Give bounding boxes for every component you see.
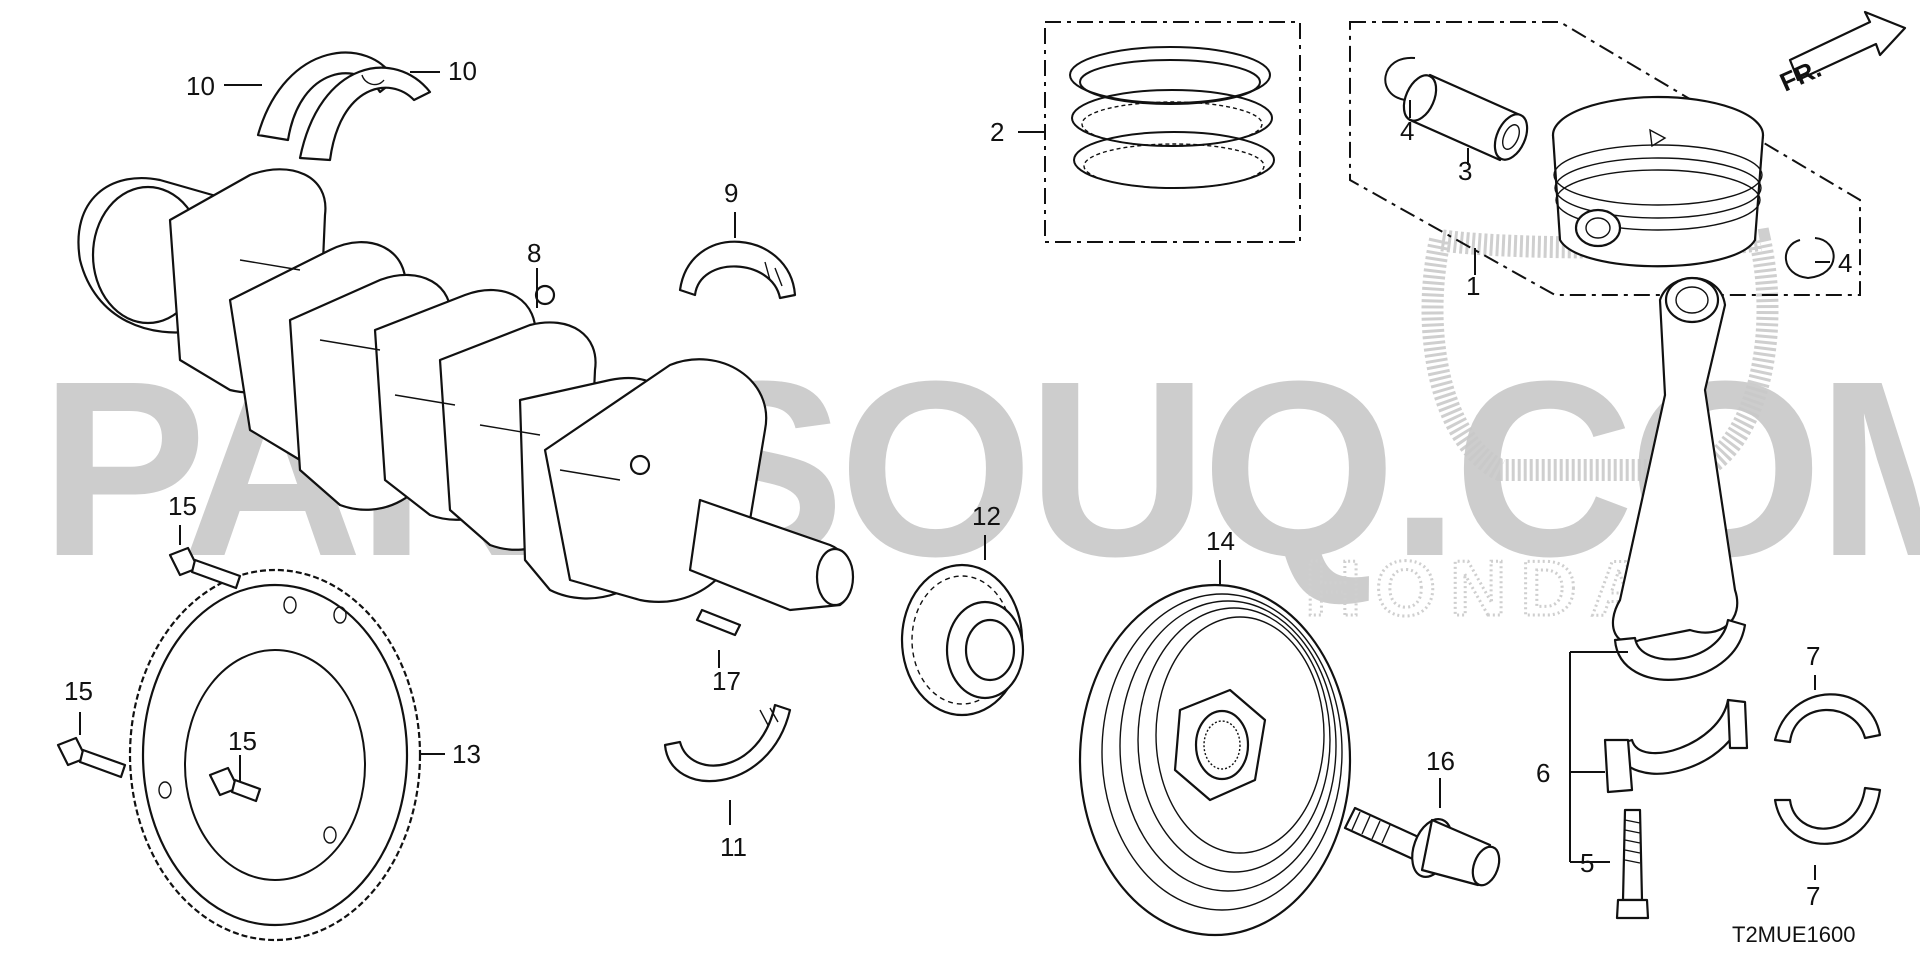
callouts: 10 10 9 8 2 4 3 1 4 15 12 14 17 15 15 13… bbox=[64, 56, 1852, 911]
rod-bearing-7-lower bbox=[1773, 786, 1882, 845]
main-bearing-11 bbox=[663, 703, 792, 783]
callout-9: 9 bbox=[724, 178, 738, 208]
callout-4-lower: 4 bbox=[1838, 248, 1852, 278]
flange-bolt-15-top bbox=[168, 546, 242, 590]
callout-1: 1 bbox=[1466, 271, 1480, 301]
main-bearing-upper-10 bbox=[256, 51, 432, 162]
snap-ring-4-upper bbox=[1384, 56, 1416, 101]
callout-16: 16 bbox=[1426, 746, 1455, 776]
snap-ring-4-lower bbox=[1784, 237, 1835, 280]
front-direction-marker: FR. bbox=[1775, 10, 1907, 97]
piston-1 bbox=[1551, 95, 1765, 268]
callout-15-center: 15 bbox=[228, 726, 257, 756]
leader-lines bbox=[79, 71, 1830, 880]
piston-ring-set-2 bbox=[1044, 21, 1301, 243]
timing-gear-12 bbox=[900, 563, 1025, 717]
pulley-bolt-16 bbox=[1343, 806, 1501, 887]
callout-13: 13 bbox=[452, 739, 481, 769]
callout-7-upper: 7 bbox=[1806, 641, 1820, 671]
callout-10-left: 10 bbox=[186, 71, 215, 101]
pulse-ring-13 bbox=[128, 568, 422, 942]
diagram-code: T2MUE1600 bbox=[1732, 922, 1856, 947]
flange-bolt-15-center bbox=[208, 766, 262, 803]
crankshaft-8 bbox=[77, 168, 855, 612]
callout-14: 14 bbox=[1206, 526, 1235, 556]
piston-group-box bbox=[1349, 21, 1861, 296]
callout-3: 3 bbox=[1458, 156, 1472, 186]
callout-6: 6 bbox=[1536, 758, 1550, 788]
callout-11: 11 bbox=[720, 832, 747, 862]
callout-7-lower: 7 bbox=[1806, 881, 1820, 911]
piston-pin-3 bbox=[1402, 73, 1529, 162]
callout-12: 12 bbox=[972, 501, 1001, 531]
rod-cap-6 bbox=[1603, 698, 1749, 794]
brand-logo-watermark bbox=[1421, 227, 1779, 481]
callout-10-right: 10 bbox=[448, 56, 477, 86]
callout-2: 2 bbox=[990, 117, 1004, 147]
callout-4-upper: 4 bbox=[1400, 116, 1414, 146]
woodruff-key-17 bbox=[695, 608, 742, 637]
watermark-brand: HONDA bbox=[1305, 544, 1661, 632]
callout-15-left: 15 bbox=[64, 676, 93, 706]
flange-bolt-15-left bbox=[56, 736, 127, 779]
rod-bolt-5 bbox=[1615, 808, 1650, 920]
callout-15-top: 15 bbox=[168, 491, 197, 521]
callout-17: 17 bbox=[712, 666, 741, 696]
callout-5: 5 bbox=[1580, 848, 1594, 878]
rod-bearing-7-upper bbox=[1773, 693, 1882, 744]
connecting-rod bbox=[1611, 276, 1747, 681]
crankshaft-pulley-14 bbox=[1078, 583, 1352, 937]
callout-8: 8 bbox=[527, 238, 541, 268]
main-bearing-9 bbox=[678, 240, 797, 300]
